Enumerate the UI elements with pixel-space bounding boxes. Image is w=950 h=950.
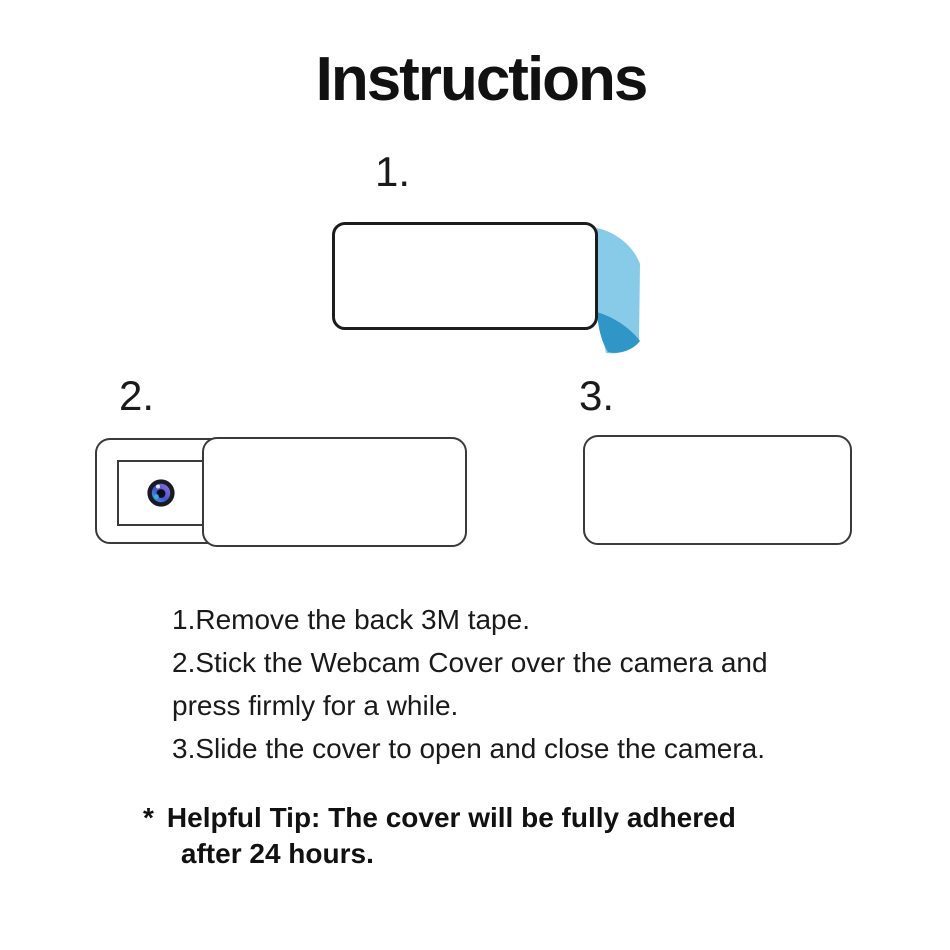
instruction-line-3: press firmly for a while. [172,690,459,721]
tip-line-2: after 24 hours. [180,838,374,869]
webcam-cover-slider [202,437,467,547]
instruction-line-1: 1.Remove the back 3M tape. [172,604,530,635]
lens-cyan-glint [154,494,159,499]
tape-dark-curl [597,312,640,353]
helpful-tip-block: * Helpful Tip: The cover will be fully a… [143,800,736,872]
lens-pupil [156,489,166,498]
step-2-number: 2. [119,372,155,419]
step-3-number: 3. [579,372,615,419]
lens-white-highlight [156,484,160,489]
3m-tape-peel-icon [597,228,640,354]
webcam-cover-back-view [332,222,598,330]
instruction-text-block: 1.Remove the back 3M tape. 2.Stick the W… [172,598,768,770]
instruction-line-4: 3.Slide the cover to open and close the … [172,733,766,764]
step-1-number: 1. [375,148,411,195]
tip-lines: Helpful Tip: The cover will be fully adh… [167,800,736,872]
tip-line-1: Helpful Tip: The cover will be fully adh… [166,802,736,833]
webcam-cover-closed-view [583,435,852,545]
asterisk-bullet: * [143,802,154,833]
instruction-line-2: 2.Stick the Webcam Cover over the camera… [172,647,768,678]
page-title: Instructions [315,45,649,114]
camera-lens-icon [147,479,175,507]
